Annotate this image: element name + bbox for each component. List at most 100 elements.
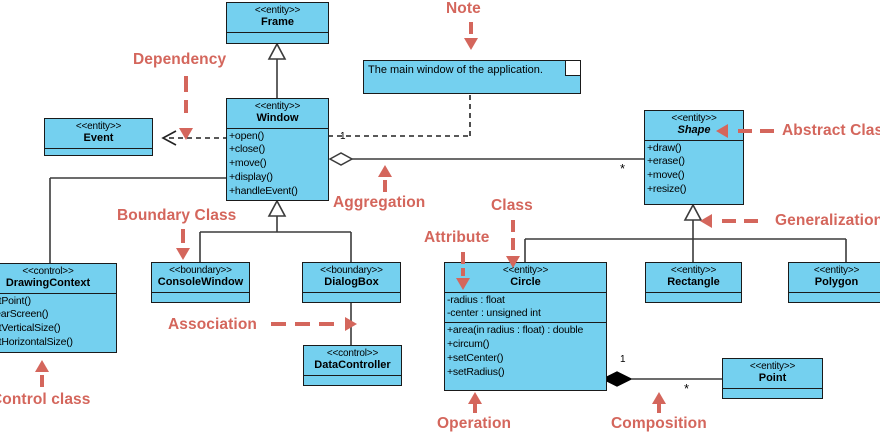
class-box-datacontroller[interactable]: <<control>> DataController [303, 345, 402, 386]
annotation-pointer-aggregation [383, 180, 387, 192]
attributes-compartment [45, 147, 152, 162]
class-box-circle[interactable]: <<entity>> Circle -radius : float -cente… [444, 262, 607, 391]
annotation-pointer-association [271, 322, 286, 326]
class-name: Point [758, 372, 787, 385]
class-box-rectangle[interactable]: <<entity>> Rectangle [645, 262, 742, 303]
attribute: -radius : float [447, 293, 505, 306]
multiplicity-window-shape-source: 1 [340, 131, 346, 142]
stereotype-label: <<entity>> [670, 265, 717, 276]
annotation-pointer-class [511, 220, 515, 232]
class-box-consolewindow[interactable]: <<boundary>> ConsoleWindow [151, 262, 250, 303]
operation: +setVerticalSize() [0, 322, 61, 335]
stereotype-label: <<boundary>> [169, 265, 232, 276]
stereotype-label: <<entity>> [813, 265, 860, 276]
stereotype-label: <<boundary>> [320, 265, 383, 276]
annotation-pointer-operation [473, 401, 477, 413]
class-name: DataController [314, 359, 391, 372]
annotation-pointer-abstract-class-2 [760, 129, 774, 133]
annotation-pointer-boundary-class [181, 229, 185, 243]
stereotype-label: <<entity>> [502, 265, 549, 276]
class-box-polygon[interactable]: <<entity>> Polygon [788, 262, 880, 303]
class-header: <<entity>> Frame [227, 3, 328, 32]
annotation-pointer-association-2 [295, 322, 310, 326]
annotation-pointer-generalization [722, 219, 736, 223]
class-name: Circle [510, 276, 541, 289]
annotation-label-class: Class [491, 197, 533, 214]
annotation-label-dependency: Dependency [133, 51, 227, 68]
class-name: DrawingContext [5, 277, 91, 290]
operation: +handleEvent() [229, 185, 298, 198]
class-header: <<entity>> Point [723, 359, 822, 388]
note-box[interactable]: The main window of the application. [363, 60, 581, 94]
operation: +erase() [647, 155, 685, 168]
class-box-shape[interactable]: <<entity>> Shape +draw() +erase() +move(… [644, 110, 744, 205]
class-name: Shape [677, 124, 711, 137]
multiplicity-circle-point-target: * [684, 381, 690, 396]
class-header: <<boundary>> DialogBox [303, 263, 400, 292]
operations-compartment: +area(in radius : float) : double +circu… [445, 322, 606, 381]
class-box-event[interactable]: <<entity>> Event [44, 118, 153, 156]
stereotype-label: <<control>> [326, 348, 379, 359]
annotation-pointer-class-2 [511, 238, 515, 250]
annotation-label-composition: Composition [611, 415, 707, 432]
multiplicity-window-shape-target: * [620, 161, 626, 176]
annotation-label-attribute: Attribute [424, 229, 490, 246]
class-name: Polygon [814, 276, 859, 289]
operation: +setHorizontalSize() [0, 336, 73, 349]
class-box-frame[interactable]: <<entity>> Frame [226, 2, 329, 44]
annotation-pointer-control-class [40, 375, 44, 387]
note-text: The main window of the application. [368, 64, 543, 76]
class-header: <<control>> DrawingContext [0, 264, 116, 293]
annotation-label-note: Note [446, 0, 481, 17]
note-fold-corner [565, 61, 580, 76]
stereotype-label: <<entity>> [749, 361, 796, 372]
stereotype-label: <<entity>> [254, 5, 301, 16]
operation: +setRadius() [447, 366, 505, 379]
annotation-pointer-note [469, 22, 473, 34]
annotation-label-generalization: Generalization [775, 212, 880, 229]
attributes-compartment [303, 291, 400, 306]
operation: +area(in radius : float) : double [447, 324, 584, 337]
class-header: <<entity>> Polygon [789, 263, 880, 292]
class-name: DialogBox [324, 276, 379, 289]
operation: +open() [229, 129, 265, 142]
attributes-compartment [789, 291, 880, 306]
operation: +clearScreen() [0, 308, 49, 321]
multiplicity-circle-point-source: 1 [620, 354, 626, 365]
operation: +setCenter() [447, 352, 504, 365]
class-header: <<boundary>> ConsoleWindow [152, 263, 249, 292]
annotation-pointer-composition [657, 403, 661, 413]
annotation-label-abstract-class: Abstract Class [782, 122, 880, 139]
class-box-point[interactable]: <<entity>> Point [722, 358, 823, 399]
class-name: Window [256, 112, 299, 125]
operation: +resize() [647, 183, 687, 196]
stereotype-label: <<entity>> [254, 101, 301, 112]
attributes-compartment: -radius : float -center : unsigned int [445, 291, 606, 323]
attribute: -center : unsigned int [447, 307, 541, 320]
attributes-compartment [723, 387, 822, 402]
class-header: <<entity>> Window [227, 99, 328, 128]
operation: +draw() [647, 141, 682, 154]
class-box-drawingcontext[interactable]: <<control>> DrawingContext +setPoint() +… [0, 263, 117, 353]
annotation-pointer-dependency-2 [184, 100, 188, 113]
attributes-compartment [304, 374, 401, 389]
annotation-label-boundary-class: Boundary Class [117, 207, 237, 224]
class-name: Rectangle [667, 276, 720, 289]
annotation-label-association: Association [168, 316, 257, 333]
class-box-dialogbox[interactable]: <<boundary>> DialogBox [302, 262, 401, 303]
class-box-window[interactable]: <<entity>> Window +open() +close() +move… [226, 98, 329, 201]
annotation-label-aggregation: Aggregation [333, 194, 426, 211]
annotation-label-control-class: Control class [0, 391, 91, 408]
operation: +move() [229, 157, 267, 170]
class-header: <<entity>> Shape [645, 111, 743, 140]
class-header: <<entity>> Event [45, 119, 152, 148]
attributes-compartment [227, 31, 328, 46]
annotation-pointer-generalization-2 [744, 219, 758, 223]
annotation-pointer-abstract-class [738, 129, 752, 133]
class-header: <<entity>> Circle [445, 263, 606, 292]
attributes-compartment [152, 291, 249, 306]
attributes-compartment [646, 291, 741, 306]
operations-compartment: +setPoint() +clearScreen() +setVerticalS… [0, 292, 116, 352]
annotation-pointer-association-3 [319, 322, 334, 326]
